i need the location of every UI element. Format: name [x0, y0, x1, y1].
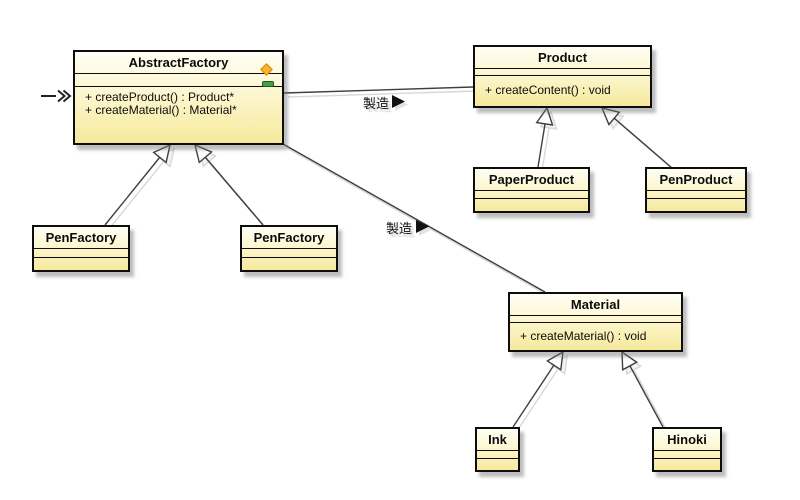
class-title: Hinoki — [654, 429, 720, 451]
class-fields — [242, 249, 336, 258]
class-penfactory-2: PenFactory — [240, 225, 338, 272]
class-title: AbstractFactory — [75, 52, 282, 74]
class-fields — [75, 74, 282, 87]
class-methods: + createProduct() : Product* + createMat… — [75, 87, 282, 117]
class-title: Material — [510, 294, 681, 316]
class-product: Product + createContent() : void — [473, 45, 652, 108]
edge-hinoki-material — [621, 350, 664, 428]
class-material: Material + createMaterial() : void — [508, 292, 683, 352]
edge-penfactory1-abstractfactory — [104, 143, 171, 226]
class-methods: + createMaterial() : void — [510, 323, 681, 349]
class-title: Product — [475, 47, 650, 69]
class-abstractfactory: AbstractFactory + createProduct() : Prod… — [73, 50, 284, 145]
edge-penproduct-product — [600, 106, 673, 169]
incoming-arrow-icon — [41, 89, 72, 103]
method: + createContent() : void — [485, 83, 611, 97]
class-title: PaperProduct — [475, 169, 588, 191]
method: + createMaterial() : Material* — [85, 103, 237, 117]
class-fields — [34, 249, 128, 258]
direction-triangle-icon — [416, 220, 429, 233]
class-title: Ink — [477, 429, 518, 451]
edge-ink-material — [512, 350, 564, 428]
edge-penfactory2-abstractfactory — [193, 143, 264, 226]
class-hinoki: Hinoki — [652, 427, 722, 472]
class-penfactory-1: PenFactory — [32, 225, 130, 272]
class-penproduct: PenProduct — [645, 167, 747, 213]
method: + createMaterial() : void — [520, 328, 647, 343]
class-methods: + createContent() : void — [475, 76, 650, 105]
class-fields — [647, 191, 745, 199]
class-fields — [510, 316, 681, 323]
class-paperproduct: PaperProduct — [473, 167, 590, 213]
class-fields — [475, 191, 588, 199]
method: + createProduct() : Product* — [85, 90, 235, 104]
class-title: PenFactory — [242, 227, 336, 249]
edge-label-manufacture-1: 製造 — [363, 96, 390, 111]
class-title: PenProduct — [647, 169, 745, 191]
class-fields — [477, 451, 518, 459]
green-marker-icon — [262, 81, 274, 87]
class-fields — [475, 69, 650, 76]
edge-label-manufacture-2: 製造 — [386, 221, 413, 236]
edge-paperproduct-product — [535, 106, 554, 168]
class-title: PenFactory — [34, 227, 128, 249]
direction-triangle-icon — [392, 95, 405, 108]
class-ink: Ink — [475, 427, 520, 472]
class-fields — [654, 451, 720, 459]
